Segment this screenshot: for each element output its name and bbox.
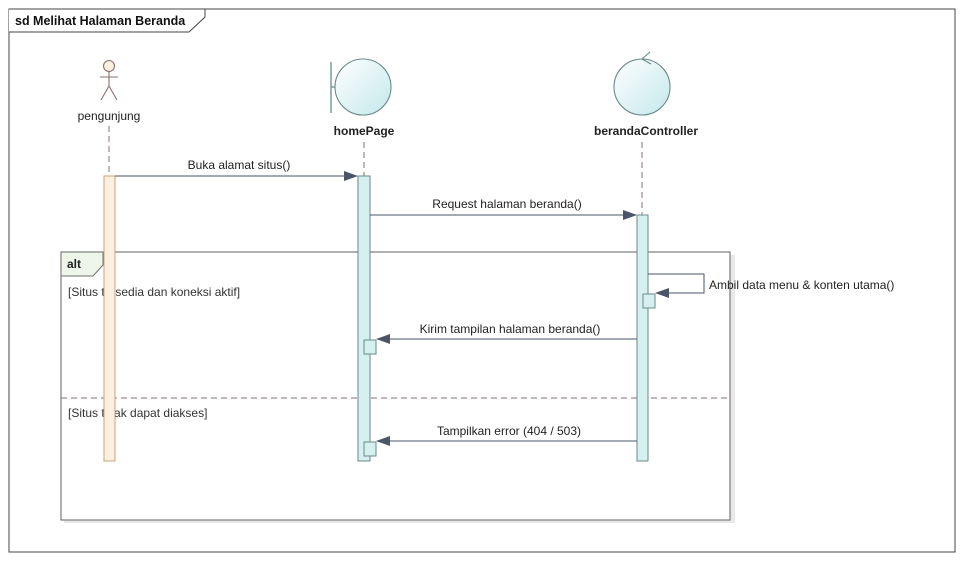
message-label-request: Request halaman beranda() bbox=[432, 197, 581, 211]
activation-homepage-receive-1 bbox=[363, 339, 377, 355]
message-error: Tampilkan error (404 / 503) bbox=[376, 424, 637, 446]
participant-berandacontroller: berandaController bbox=[594, 51, 698, 138]
message-kirim: Kirim tampilan halaman beranda() bbox=[376, 322, 637, 344]
participant-name-pengunjung: pengunjung bbox=[78, 109, 141, 123]
actor-icon bbox=[100, 59, 118, 101]
message-label-ambil: Ambil data menu & konten utama() bbox=[709, 278, 894, 292]
message-ambil: Ambil data menu & konten utama() bbox=[648, 273, 894, 298]
participant-pengunjung: pengunjung bbox=[78, 59, 141, 123]
boundary-icon bbox=[330, 58, 392, 116]
participant-name-berandacontroller: berandaController bbox=[594, 124, 698, 138]
message-label-error: Tampilkan error (404 / 503) bbox=[437, 424, 581, 438]
message-buka: Buka alamat situs() bbox=[115, 158, 358, 181]
guard-available: [Situs tersedia dan koneksi aktif] bbox=[68, 285, 240, 299]
participant-homepage: homePage bbox=[330, 58, 395, 138]
fragment-operator: alt bbox=[67, 257, 81, 271]
activation-self-call bbox=[642, 293, 656, 309]
participant-name-homepage: homePage bbox=[334, 124, 395, 138]
message-label-buka: Buka alamat situs() bbox=[188, 158, 291, 172]
message-label-kirim: Kirim tampilan halaman beranda() bbox=[420, 322, 601, 336]
activation-berandacontroller bbox=[636, 214, 649, 462]
activations bbox=[103, 175, 656, 462]
control-icon bbox=[613, 51, 671, 116]
guard-unavailable: [Situs tidak dapat diakses] bbox=[68, 406, 207, 420]
activation-homepage-receive-2 bbox=[363, 441, 377, 457]
activation-homepage bbox=[357, 175, 371, 462]
activation-pengunjung bbox=[103, 175, 116, 462]
diagram-title: sd Melihat Halaman Beranda bbox=[15, 14, 186, 28]
message-request: Request halaman beranda() bbox=[370, 197, 637, 220]
messages: Buka alamat situs() Request halaman bera… bbox=[115, 158, 894, 446]
alt-fragment: alt [Situs tersedia dan koneksi aktif] [… bbox=[60, 251, 735, 523]
